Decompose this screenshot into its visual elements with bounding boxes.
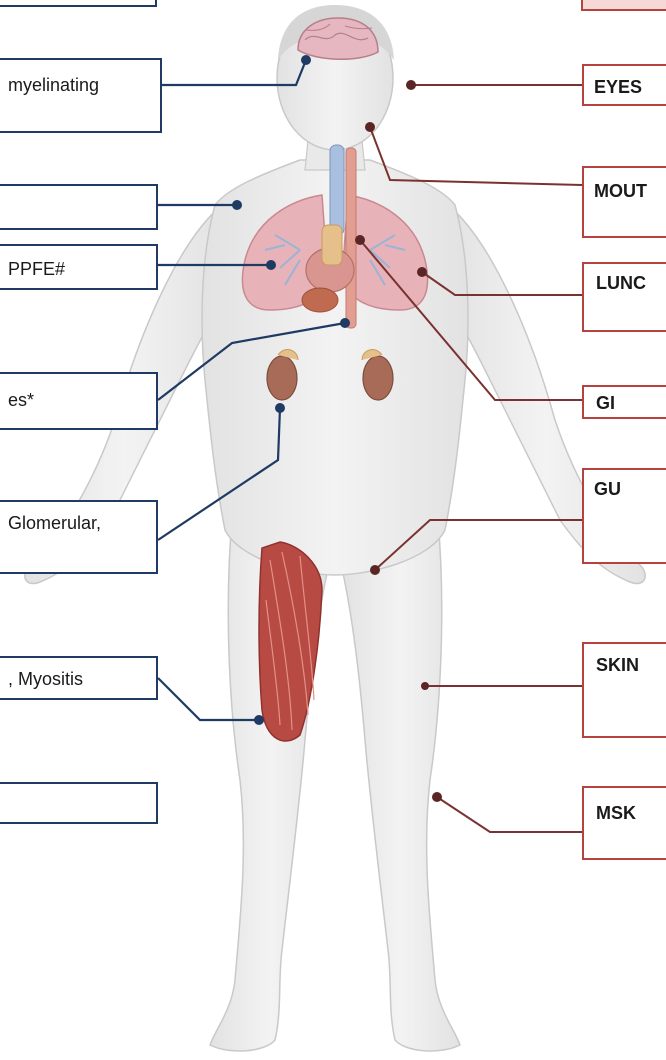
- left-box-2: [0, 184, 158, 230]
- right-box-gi: GI: [582, 385, 666, 419]
- right-box-mouth: MOUT: [582, 166, 666, 238]
- right-box-lung-label: LUNC: [596, 272, 646, 294]
- left-box-glomerular: Glomerular,: [0, 500, 158, 574]
- left-box-7: [0, 782, 158, 824]
- trachea: [330, 145, 344, 235]
- top-right-box-edge: [582, 0, 666, 10]
- top-left-box-edge: [0, 0, 156, 6]
- left-kidney: [267, 356, 297, 400]
- right-box-msk-label: MSK: [596, 802, 636, 824]
- left-box-myositis: , Myositis: [0, 656, 158, 700]
- left-box-neuro: myelinating: [0, 58, 162, 133]
- left-box-renal: es*: [0, 372, 158, 430]
- right-box-eyes: EYES: [582, 64, 666, 106]
- left-box-lung-text: PPFE#: [8, 258, 65, 280]
- liver: [302, 288, 338, 312]
- right-box-skin-label: SKIN: [596, 654, 639, 676]
- right-box-lung: LUNC: [582, 262, 666, 332]
- right-box-mouth-label: MOUT: [594, 180, 647, 202]
- left-box-lung: PPFE#: [0, 244, 158, 290]
- right-box-msk: MSK: [582, 786, 666, 860]
- right-box-eyes-label: EYES: [594, 76, 642, 98]
- right-kidney: [363, 356, 393, 400]
- left-box-neuro-text: myelinating: [8, 74, 99, 96]
- right-box-gu: GU: [582, 468, 666, 564]
- left-box-myositis-text: , Myositis: [8, 668, 83, 690]
- esophagus: [346, 148, 356, 328]
- right-box-gu-label: GU: [594, 478, 621, 500]
- right-leg: [340, 520, 460, 1051]
- right-box-gi-label: GI: [596, 392, 615, 414]
- left-box-glomerular-text: Glomerular,: [8, 512, 101, 534]
- right-box-skin: SKIN: [582, 642, 666, 738]
- left-box-renal-text: es*: [8, 389, 34, 411]
